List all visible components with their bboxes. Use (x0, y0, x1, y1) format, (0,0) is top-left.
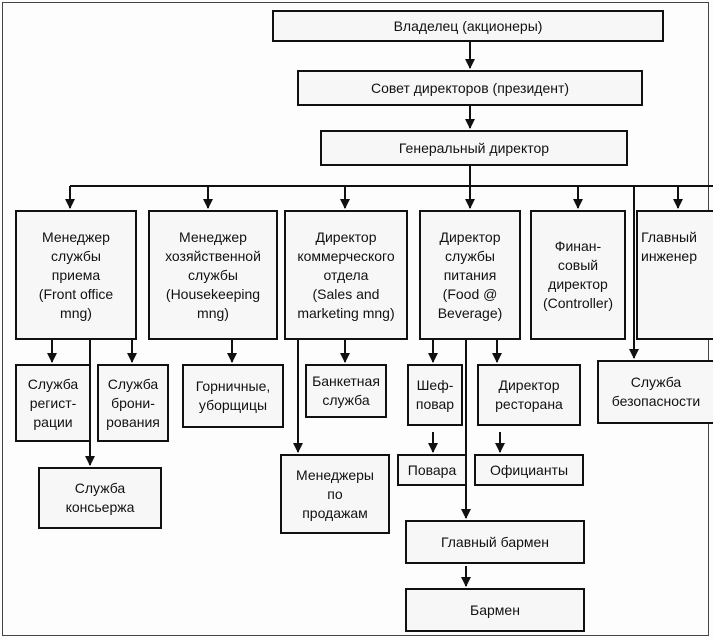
financial-director-box: Финан- совый директор (Controller) (530, 210, 626, 340)
waiters-box: Официанты (474, 454, 584, 486)
commercial-director-box: Директор коммерческого отдела (Sales and… (284, 210, 408, 340)
maids-cleaners-box: Горничные, уборщицы (182, 364, 284, 428)
housekeeping-manager-box: Менеджер хозяйственной службы (Housekeep… (148, 210, 278, 340)
registration-service-box: Служба регист- рации (15, 364, 91, 442)
head-bartender-box: Главный бармен (405, 520, 585, 564)
owner-box: Владелец (акционеры) (272, 10, 664, 42)
chef-box: Шеф- повар (407, 364, 463, 426)
chief-engineer-box: Главный инженер (636, 210, 713, 340)
cooks-box: Повара (397, 454, 467, 486)
board-box: Совет директоров (президент) (297, 70, 643, 106)
security-service-box: Служба безопасности (597, 360, 713, 424)
food-director-box: Директор службы питания (Food @ Beverage… (419, 210, 521, 340)
banquet-service-box: Банкетная служба (305, 364, 387, 418)
restaurant-director-box: Директор ресторана (477, 364, 581, 426)
bartender-box: Бармен (405, 588, 585, 632)
concierge-service-box: Служба консьержа (38, 467, 162, 529)
reservation-service-box: Служба брони- рования (97, 364, 169, 442)
sales-managers-box: Менеджеры по продажам (280, 454, 390, 534)
general-director-box: Генеральный директор (320, 130, 628, 166)
front-office-manager-box: Менеджер службы приема (Front office mng… (15, 210, 137, 340)
